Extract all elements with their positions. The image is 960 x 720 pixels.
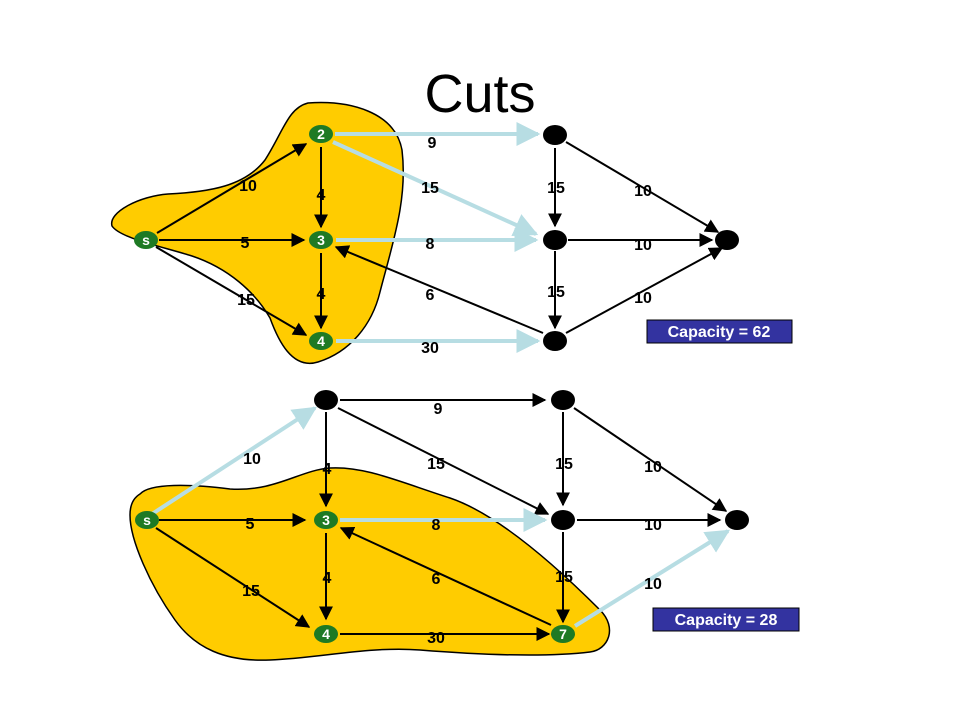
node-7: 7 — [551, 625, 575, 643]
edge-s-4 — [155, 246, 308, 336]
node-top-left — [314, 390, 338, 410]
node-sink — [725, 510, 749, 530]
edge-label-3-m: 8 — [432, 517, 441, 534]
node-label: 7 — [559, 626, 567, 642]
node-4: 4 — [314, 625, 338, 643]
node-mid-right — [551, 510, 575, 530]
node-s: s — [135, 511, 159, 529]
edge-label-4-b: 30 — [421, 340, 439, 357]
edge-s-2 — [156, 143, 308, 234]
node-label: 4 — [322, 626, 330, 642]
edge-label-s-4: 15 — [242, 583, 260, 600]
edge-label-m-7: 15 — [555, 569, 573, 586]
edge-label-m-sink: 10 — [634, 237, 652, 254]
edge-label-3-4: 4 — [317, 286, 326, 303]
edge-a-m — [337, 407, 550, 515]
edge-label-3-m: 8 — [426, 236, 435, 253]
edge-7-3 — [339, 526, 552, 626]
edge-label-4-7: 30 — [427, 630, 445, 647]
edge-label-s-2: 10 — [239, 178, 257, 195]
node-2: 2 — [309, 125, 333, 143]
node-bottom-right — [543, 331, 567, 351]
edge-label-t-m: 15 — [555, 456, 573, 473]
node-label: 4 — [317, 333, 325, 349]
edge-b-sink — [565, 247, 724, 334]
capacity-box: Capacity = 62 — [646, 319, 793, 344]
node-label: s — [143, 512, 151, 528]
edge-label-b-m: 15 — [547, 284, 565, 301]
node-label: 3 — [322, 512, 330, 528]
node-label: 2 — [317, 126, 325, 142]
node-4: 4 — [309, 332, 333, 350]
edge-label-2-t: 9 — [428, 135, 437, 152]
capacity-label: Capacity = 62 — [668, 324, 771, 341]
edge-label-a-3: 4 — [323, 461, 332, 478]
edge-label-t-m: 15 — [547, 180, 565, 197]
edge-label-s-a: 10 — [243, 451, 261, 468]
node-sink — [715, 230, 739, 250]
edge-label-3-4: 4 — [323, 570, 332, 587]
cut-edge-7-sink — [573, 529, 731, 628]
cut-diagram-1: 2 s 3 4 10 5 15 4 4 9 15 8 6 30 15 15 10… — [111, 101, 793, 365]
edge-b-3 — [334, 245, 544, 334]
edge-label-7-sink: 10 — [644, 576, 662, 593]
edge-label-b-3: 6 — [426, 287, 435, 304]
cut-edge-s-a — [150, 406, 318, 516]
edge-label-t-sink: 10 — [634, 183, 652, 200]
source-side-region — [111, 101, 405, 365]
node-top-right — [551, 390, 575, 410]
node-s: s — [134, 231, 158, 249]
edge-label-b-sink: 10 — [634, 290, 652, 307]
edge-label-s-3: 5 — [246, 516, 255, 533]
edge-label-7-3: 6 — [432, 571, 441, 588]
edge-label-2-3: 4 — [317, 187, 326, 204]
edge-label-s-3: 5 — [241, 235, 250, 252]
slide-title: Cuts — [424, 64, 535, 124]
capacity-label: Capacity = 28 — [675, 612, 778, 629]
edge-label-2-m: 15 — [421, 180, 439, 197]
node-mid-right — [543, 230, 567, 250]
edge-label-a-m: 15 — [427, 456, 445, 473]
edge-label-s-4: 15 — [237, 292, 255, 309]
node-label: s — [142, 232, 150, 248]
edge-t-sink — [565, 141, 720, 233]
source-side-region — [129, 467, 611, 661]
capacity-box: Capacity = 28 — [652, 607, 800, 632]
node-3: 3 — [309, 231, 333, 249]
node-top-right — [543, 125, 567, 145]
edge-label-t-sink: 10 — [644, 459, 662, 476]
cut-diagram-2: s 3 4 7 10 5 15 4 4 9 15 8 6 30 15 15 10… — [129, 390, 800, 661]
edge-label-a-t: 9 — [434, 401, 443, 418]
cut-edge-2-m — [332, 140, 539, 237]
node-label: 3 — [317, 232, 325, 248]
edge-s-4 — [155, 527, 311, 628]
node-3: 3 — [314, 511, 338, 529]
edge-t-sink — [573, 407, 728, 512]
edge-label-m-sink: 10 — [644, 517, 662, 534]
